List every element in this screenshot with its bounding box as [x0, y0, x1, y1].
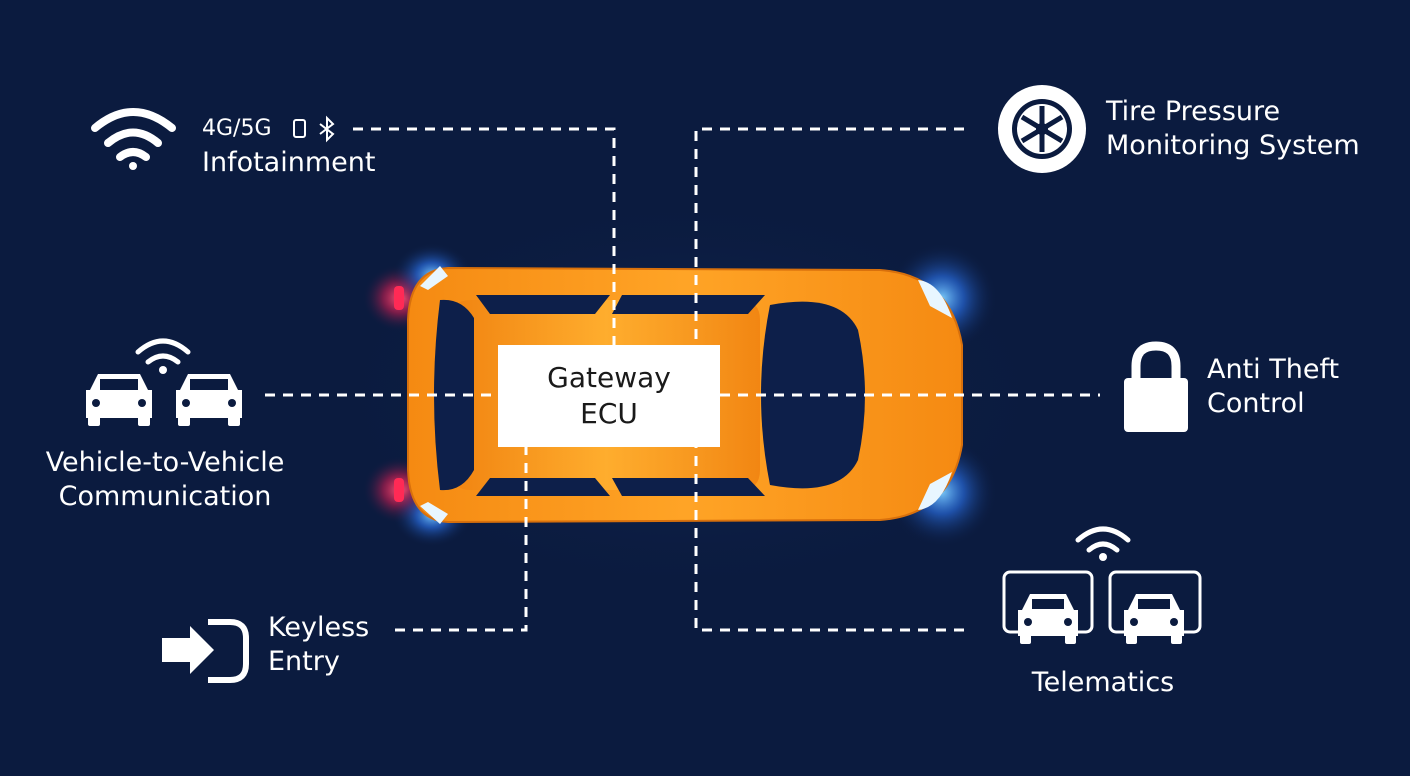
- bluetooth-icon: [319, 115, 335, 143]
- telematics-text: Telematics: [1031, 667, 1175, 698]
- v2v-line1: Vehicle-to-Vehicle: [45, 447, 285, 478]
- rear-light-top: [420, 266, 448, 290]
- telematics-label: Telematics: [1003, 666, 1203, 700]
- anti-theft-label: Anti Theft Control: [1207, 353, 1339, 421]
- side-window-top-right: [612, 295, 765, 314]
- infotainment-label: 4G/5G: [202, 112, 272, 146]
- taillight-bottom: [394, 478, 404, 502]
- line-keyless: [395, 447, 528, 632]
- connected-cars-icon: [86, 338, 242, 426]
- headlight-top: [918, 280, 952, 318]
- gateway-ecu-box: Gateway ECU: [498, 345, 720, 447]
- taillight-top: [394, 286, 404, 310]
- headlight-bottom: [918, 472, 952, 510]
- side-window-bottom-left: [476, 478, 610, 496]
- phone-icon: [293, 119, 306, 138]
- gateway-ecu-line2: ECU: [580, 397, 638, 430]
- infotainment-line1: 4G/5G: [202, 116, 272, 141]
- keyless-entry-icon: [162, 619, 249, 683]
- keyless-line1: Keyless: [268, 612, 370, 643]
- anti-theft-line1: Anti Theft: [1207, 354, 1340, 385]
- telematics-icon: [1002, 526, 1202, 644]
- rear-light-bottom: [420, 502, 448, 524]
- wifi-icon: [91, 108, 176, 170]
- v2v-line2: Communication: [58, 481, 272, 512]
- infotainment-line2: Infotainment: [202, 147, 376, 178]
- lock-icon: [1124, 341, 1188, 432]
- keyless-line2: Entry: [268, 646, 340, 677]
- keyless-label: Keyless Entry: [268, 611, 369, 679]
- tpms-label: Tire Pressure Monitoring System: [1106, 95, 1360, 163]
- side-window-top-left: [476, 295, 610, 314]
- tire-icon: [998, 85, 1086, 173]
- infotainment-label-main: Infotainment: [202, 146, 375, 180]
- tpms-line1: Tire Pressure: [1106, 96, 1281, 127]
- tpms-line2: Monitoring System: [1106, 130, 1360, 161]
- connection-lines: [265, 127, 1100, 632]
- gateway-ecu-line1: Gateway: [547, 361, 671, 394]
- side-window-bottom-right: [612, 478, 765, 496]
- anti-theft-line2: Control: [1207, 388, 1305, 419]
- v2v-label: Vehicle-to-Vehicle Communication: [30, 446, 300, 514]
- line-infotainment: [353, 127, 616, 345]
